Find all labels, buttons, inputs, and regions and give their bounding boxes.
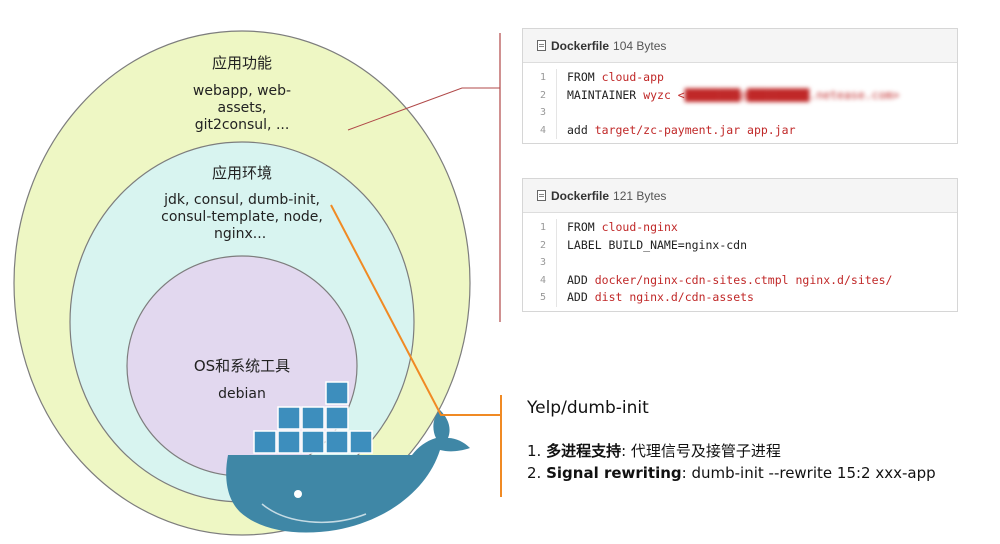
outer-ring-title: 应用功能 xyxy=(211,54,272,72)
dockerfile-panel-1: Dockerfile 104 Bytes 1 2 3 4 FROM cloud-… xyxy=(522,28,958,144)
line-gutter: 1 2 3 4 xyxy=(523,69,557,139)
line-number: 1 xyxy=(539,72,546,83)
whale-eye xyxy=(294,490,302,498)
outer-ring-line: webapp, web- xyxy=(192,83,292,99)
outer-ring-label: 应用功能 webapp, web- assets, git2consul, ..… xyxy=(172,52,312,134)
middle-ring-title: 应用环境 xyxy=(211,164,272,182)
redacted-email: ████████@█████████.netease.com> xyxy=(684,87,900,102)
dockerfile-name[interactable]: Dockerfile xyxy=(551,38,610,53)
file-icon xyxy=(537,190,546,201)
callout-item-1: 1. 多进程支持: 代理信号及接管子进程 xyxy=(527,442,781,460)
dumb-init-callout: Yelp/dumb-init 1. 多进程支持: 代理信号及接管子进程 2. S… xyxy=(527,398,987,484)
container-block xyxy=(301,406,325,430)
callout-title: Yelp/dumb-init xyxy=(527,398,649,418)
middle-ring-label: 应用环境 jdk, consul, dumb-init, consul-temp… xyxy=(142,162,342,243)
dockerfile-panel-2: Dockerfile 121 Bytes 1 2 3 4 5 FROM clou… xyxy=(522,178,958,312)
container-block xyxy=(325,406,349,430)
file-icon xyxy=(537,40,546,51)
code-line: ADD dist nginx.d/cdn-assets xyxy=(567,290,754,304)
container-block xyxy=(277,430,301,454)
container-block xyxy=(253,430,277,454)
container-block xyxy=(325,381,349,405)
line-gutter: 1 2 3 4 5 xyxy=(523,219,557,307)
callout-item-2: 2. Signal rewriting: dumb-init --rewrite… xyxy=(527,464,936,482)
inner-ring-line: debian xyxy=(218,386,266,402)
line-number: 1 xyxy=(539,222,546,233)
callout-item-bold: Signal rewriting xyxy=(546,464,682,482)
container-block xyxy=(301,430,325,454)
code-line xyxy=(567,104,899,122)
line-number: 3 xyxy=(539,107,546,118)
code-line: MAINTAINER wyzc <████████@█████████.nete… xyxy=(567,87,900,102)
outer-ring-line: assets, xyxy=(217,100,267,116)
dockerfile-header: Dockerfile 121 Bytes xyxy=(523,179,957,213)
dockerfile-size: 121 Bytes xyxy=(613,188,667,203)
middle-ring-line: jdk, consul, dumb-init, xyxy=(164,192,320,208)
outer-ring-line: git2consul, ... xyxy=(194,117,290,133)
dockerfile-header: Dockerfile 104 Bytes xyxy=(523,29,957,63)
outer-ring-connector xyxy=(347,87,500,131)
line-number: 2 xyxy=(539,239,546,251)
code-lines: FROM cloud-nginx LABEL BUILD_NAME=nginx-… xyxy=(557,219,892,307)
dumb-init-connector xyxy=(330,204,501,416)
dockerfile-name[interactable]: Dockerfile xyxy=(551,188,610,203)
line-number: 5 xyxy=(539,292,546,303)
code-line: ADD docker/nginx-cdn-sites.ctmpl nginx.d… xyxy=(567,272,893,287)
line-number: 4 xyxy=(539,124,546,136)
code-line: add target/zc-payment.jar app.jar xyxy=(567,122,796,137)
code-line: FROM cloud-app xyxy=(567,70,664,84)
container-block xyxy=(277,406,301,430)
container-block xyxy=(325,430,349,454)
middle-ring-line: consul-template, node, xyxy=(161,209,323,225)
middle-ring-line: nginx... xyxy=(214,226,267,242)
line-number: 2 xyxy=(539,89,546,101)
code-body: 1 2 3 4 5 FROM cloud-nginx LABEL BUILD_N… xyxy=(523,213,957,311)
line-number: 4 xyxy=(539,274,546,286)
callout-item-bold: 多进程支持 xyxy=(546,442,622,460)
code-lines: FROM cloud-app MAINTAINER wyzc <████████… xyxy=(557,69,899,139)
dockerfile-size: 104 Bytes xyxy=(613,38,667,53)
code-body: 1 2 3 4 FROM cloud-app MAINTAINER wyzc <… xyxy=(523,63,957,143)
code-line: FROM cloud-nginx xyxy=(567,220,678,234)
container-block xyxy=(349,430,373,454)
code-line: LABEL BUILD_NAME=nginx-cdn xyxy=(567,237,748,252)
docker-whale-icon xyxy=(226,381,470,533)
inner-ring-title: OS和系统工具 xyxy=(193,357,291,375)
inner-ring-label: OS和系统工具 debian xyxy=(172,355,312,403)
code-line xyxy=(567,254,892,272)
line-number: 3 xyxy=(539,257,546,268)
